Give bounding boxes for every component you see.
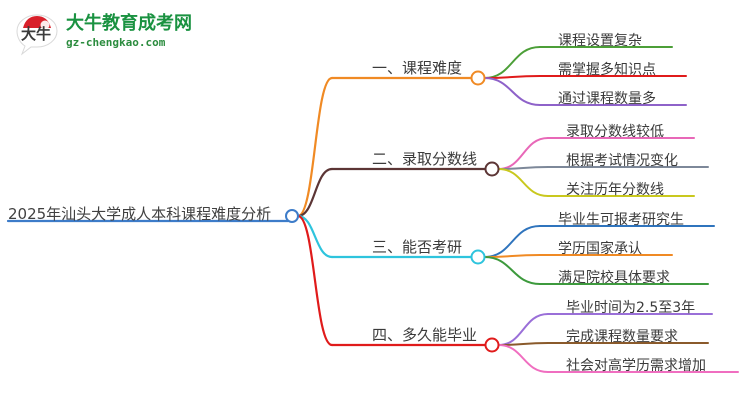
- connector-root-to-branch-3: [296, 214, 334, 259]
- branch-1-label[interactable]: 一、课程难度: [372, 59, 463, 77]
- connector-branch-2-leaf-1: [497, 137, 549, 170]
- leaf-4-2-label[interactable]: 完成课程数量要求: [566, 329, 678, 345]
- branch-2-node-circle[interactable]: [484, 161, 500, 177]
- connector-branch-2-leaf-3: [497, 168, 549, 197]
- node-underlines-group: [6, 46, 739, 373]
- connector-branch-4-leaf-1: [497, 313, 549, 346]
- leaf-2-1-label[interactable]: 录取分数线较低: [566, 124, 664, 140]
- leaf-2-3-label[interactable]: 关注历年分数线: [566, 182, 664, 198]
- connector-root-to-branch-2: [296, 167, 334, 218]
- connector-lines-group: [296, 46, 549, 373]
- connector-branch-1-leaf-1: [483, 46, 541, 79]
- logo-mark-icon: 大牛: [16, 14, 58, 56]
- root-node-label[interactable]: 2025年汕头大学成人本科课程难度分析: [8, 205, 272, 223]
- connector-root-to-branch-1: [296, 76, 334, 218]
- branch-4-label[interactable]: 四、多久能毕业: [372, 326, 478, 344]
- logo-title-cn: 大牛教育成考网: [66, 13, 192, 34]
- leaf-3-2-label[interactable]: 学历国家承认: [558, 241, 642, 257]
- root-node-circle[interactable]: [285, 209, 299, 223]
- connector-branch-1-leaf-3: [483, 77, 541, 106]
- branch-3-label[interactable]: 三、能否考研: [372, 238, 463, 256]
- leaf-1-3-label[interactable]: 通过课程数量多: [558, 91, 656, 107]
- node-circles-group: [285, 70, 500, 353]
- leaf-4-3-label[interactable]: 社会对高学历需求增加: [566, 358, 706, 374]
- connector-branch-3-leaf-3: [483, 256, 541, 285]
- branch-1-node-circle[interactable]: [470, 70, 486, 86]
- connector-branch-4-leaf-3: [497, 344, 549, 373]
- logo-text-block: 大牛教育成考网 gz-chengkao.com: [66, 14, 196, 50]
- leaf-2-2-label[interactable]: 根据考试情况变化: [566, 153, 678, 169]
- branch-3-node-circle[interactable]: [470, 249, 486, 265]
- site-logo[interactable]: 大牛 大牛教育成考网 gz-chengkao.com: [14, 10, 194, 58]
- branch-4-node-circle[interactable]: [484, 337, 500, 353]
- leaf-1-2-label[interactable]: 需掌握多知识点: [558, 62, 656, 78]
- leaf-1-1-label[interactable]: 课程设置复杂: [558, 33, 642, 49]
- leaf-3-3-label[interactable]: 满足院校具体要求: [558, 270, 670, 286]
- leaf-4-1-label[interactable]: 毕业时间为2.5至3年: [566, 300, 696, 316]
- connector-root-to-branch-4: [296, 214, 334, 347]
- connector-branch-3-leaf-1: [483, 225, 541, 258]
- svg-text:大牛: 大牛: [21, 25, 51, 43]
- branch-2-label[interactable]: 二、录取分数线: [372, 150, 478, 168]
- logo-url-text: gz-chengkao.com: [66, 36, 166, 49]
- leaf-3-1-label[interactable]: 毕业生可报考研究生: [558, 212, 684, 228]
